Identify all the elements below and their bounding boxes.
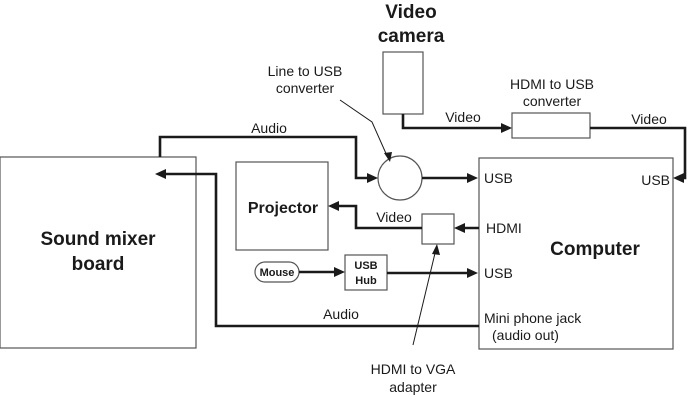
arrowhead xyxy=(467,268,478,278)
arrowhead xyxy=(155,169,166,179)
arrowhead xyxy=(384,152,392,162)
line-to-usb-converter-circle xyxy=(377,155,423,201)
computer-port-usb-top: USB xyxy=(484,170,513,186)
usb-hub-label-line1: USB xyxy=(354,260,377,272)
line-to-usb-label-line2: converter xyxy=(276,80,335,96)
arrowhead xyxy=(501,123,512,133)
usb-hub-label-line2: Hub xyxy=(355,275,377,287)
video-camera-title-line2: camera xyxy=(378,26,445,47)
computer-title: Computer xyxy=(550,239,640,260)
arrowhead xyxy=(454,223,465,233)
hdmi-to-vga-label-line1: HDMI to VGA xyxy=(371,361,456,377)
computer-port-mini-jack-line2: (audio out) xyxy=(492,327,559,343)
projector-title: Projector xyxy=(248,200,318,217)
video-camera-box xyxy=(382,51,424,115)
video-wire-projector xyxy=(336,204,422,230)
computer-port-usb-bottom: USB xyxy=(484,265,513,281)
arrowhead xyxy=(432,244,440,255)
line-to-usb-label-line1: Line to USB xyxy=(268,63,343,79)
wire-label-audio-bottom: Audio xyxy=(323,306,359,322)
video-camera-title-line1: Video xyxy=(385,2,436,23)
hdmi-to-vga-label-line2: adapter xyxy=(389,379,437,395)
projector-box xyxy=(235,161,329,251)
wire-label-video-camera: Video xyxy=(445,109,481,125)
wire-label-audio-top: Audio xyxy=(251,120,287,136)
computer-port-mini-jack-line1: Mini phone jack xyxy=(484,310,582,326)
arrowhead xyxy=(673,173,684,183)
computer-box xyxy=(478,157,674,350)
arrowhead xyxy=(467,173,478,183)
arrowhead xyxy=(328,201,339,211)
hdmi-to-usb-converter-box xyxy=(511,112,591,139)
wire-label-video-projector: Video xyxy=(376,209,412,225)
hdmi-to-usb-label-line2: converter xyxy=(523,93,582,109)
audio-wire-bottom xyxy=(165,172,479,328)
leader-line-usb-converter xyxy=(339,99,389,159)
sound-mixer-box xyxy=(0,156,197,349)
mouse-label: Mouse xyxy=(260,267,295,279)
computer-port-usb-right: USB xyxy=(641,172,670,188)
sound-mixer-title-line2: board xyxy=(72,254,125,275)
wire-label-video-right: Video xyxy=(631,111,667,127)
arrowhead xyxy=(367,173,378,183)
hdmi-to-vga-adapter-box xyxy=(421,213,455,245)
usb-hub-box xyxy=(344,254,388,291)
arrowhead xyxy=(334,267,345,277)
video-wire-camera xyxy=(401,114,505,130)
audio-wire-top xyxy=(158,135,374,180)
hdmi-to-usb-label-line1: HDMI to USB xyxy=(510,76,594,92)
leader-line-vga-adapter xyxy=(412,248,437,346)
sound-mixer-title-line1: Sound mixer xyxy=(40,229,156,250)
computer-port-hdmi: HDMI xyxy=(486,220,522,236)
